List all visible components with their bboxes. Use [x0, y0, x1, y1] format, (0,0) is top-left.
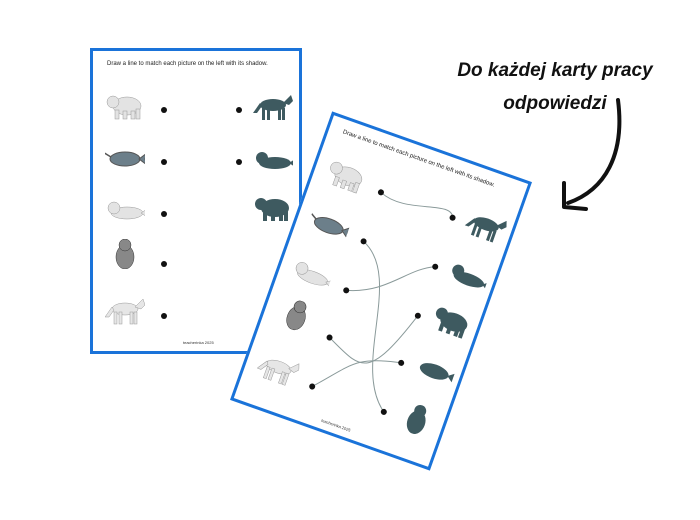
- arrow-icon: [562, 98, 622, 211]
- polar-bear-picture: [106, 95, 142, 120]
- caption-line-1: Do każdej karty pracy: [457, 60, 653, 81]
- footer-text: teacherinka 2025: [183, 340, 214, 345]
- match-dot[interactable]: [161, 313, 167, 319]
- narwhal-picture: [105, 150, 145, 167]
- match-dot[interactable]: [236, 107, 242, 113]
- penguin-picture: [115, 239, 135, 269]
- wolf-picture: [105, 298, 145, 325]
- match-dot[interactable]: [161, 211, 167, 217]
- worksheet-back: Draw a line to match each picture on the…: [90, 48, 302, 354]
- answer-lines: [311, 191, 454, 413]
- caption-line-2: odpowiedzi: [503, 93, 607, 114]
- match-dot[interactable]: [161, 261, 167, 267]
- wolf-shadow: [253, 95, 293, 120]
- seal-picture: [107, 201, 145, 220]
- worksheet-answers: Draw a line to match each picture on the…: [230, 111, 532, 471]
- seal-shadow: [256, 152, 293, 169]
- instruction-text: Draw a line to match each picture on the…: [107, 61, 268, 67]
- match-dot[interactable]: [236, 159, 242, 165]
- match-dot[interactable]: [161, 107, 167, 113]
- match-dot[interactable]: [161, 159, 167, 165]
- bear-shadow: [255, 198, 289, 221]
